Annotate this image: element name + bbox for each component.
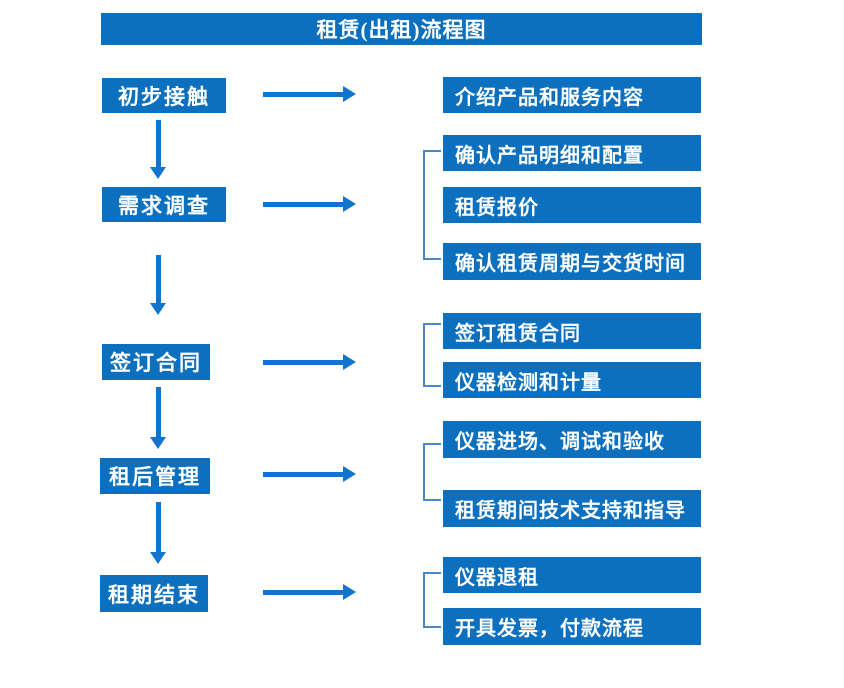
arrow-head xyxy=(150,303,166,315)
down-arrow-icon xyxy=(150,387,166,449)
stage-box-demand-survey: 需求调查 xyxy=(102,187,226,222)
detail-box-invoice-payment: 开具发票，付款流程 xyxy=(443,608,701,645)
stage-box-post-rental-mgmt: 租后管理 xyxy=(100,458,210,494)
detail-box-confirm-product-spec: 确认产品明细和配置 xyxy=(443,135,701,171)
right-arrow-icon xyxy=(263,466,356,482)
right-arrow-icon xyxy=(263,86,356,102)
arrow-head xyxy=(343,466,356,482)
arrow-shaft xyxy=(155,502,161,552)
flowchart-title: 租赁(出租)流程图 xyxy=(316,18,487,42)
stage-box-initial-contact: 初步接触 xyxy=(102,78,226,113)
down-arrow-icon xyxy=(150,502,166,564)
arrow-shaft xyxy=(263,589,343,595)
title-bar: 租赁(出租)流程图 xyxy=(101,13,702,45)
detail-box-instrument-testing: 仪器检测和计量 xyxy=(443,362,701,398)
bracket-rental-end-group xyxy=(423,572,441,628)
bracket-sign-contract-group xyxy=(423,323,441,387)
down-arrow-icon xyxy=(150,255,166,315)
right-arrow-icon xyxy=(263,354,356,370)
right-arrow-icon xyxy=(263,196,356,212)
detail-box-tech-support: 租赁期间技术支持和指导 xyxy=(443,490,701,527)
stage-box-sign-contract: 签订合同 xyxy=(102,344,210,380)
arrow-shaft xyxy=(263,471,343,477)
detail-box-instrument-setup: 仪器进场、调试和验收 xyxy=(443,421,701,458)
detail-box-instrument-return: 仪器退租 xyxy=(443,557,701,593)
right-arrow-icon xyxy=(263,584,356,600)
detail-box-sign-rental-contract: 签订租赁合同 xyxy=(443,313,701,349)
detail-box-confirm-period: 确认租赁周期与交货时间 xyxy=(443,243,701,280)
arrow-head xyxy=(150,167,166,179)
arrow-shaft xyxy=(263,201,343,207)
stage-box-rental-end: 租期结束 xyxy=(100,575,208,612)
arrow-shaft xyxy=(155,120,161,167)
arrow-shaft xyxy=(155,255,161,303)
arrow-head xyxy=(343,196,356,212)
arrow-shaft xyxy=(263,91,343,97)
bracket-demand-survey-group xyxy=(423,150,441,260)
arrow-head xyxy=(343,354,356,370)
arrow-head xyxy=(150,552,166,564)
down-arrow-icon xyxy=(150,120,166,179)
bracket-post-rental-group xyxy=(423,443,441,501)
arrow-head xyxy=(150,437,166,449)
arrow-head xyxy=(343,86,356,102)
detail-box-introduce-products: 介绍产品和服务内容 xyxy=(443,77,701,113)
detail-box-rental-quote: 租赁报价 xyxy=(443,187,701,223)
arrow-shaft xyxy=(155,387,161,437)
arrow-head xyxy=(343,584,356,600)
arrow-shaft xyxy=(263,359,343,365)
